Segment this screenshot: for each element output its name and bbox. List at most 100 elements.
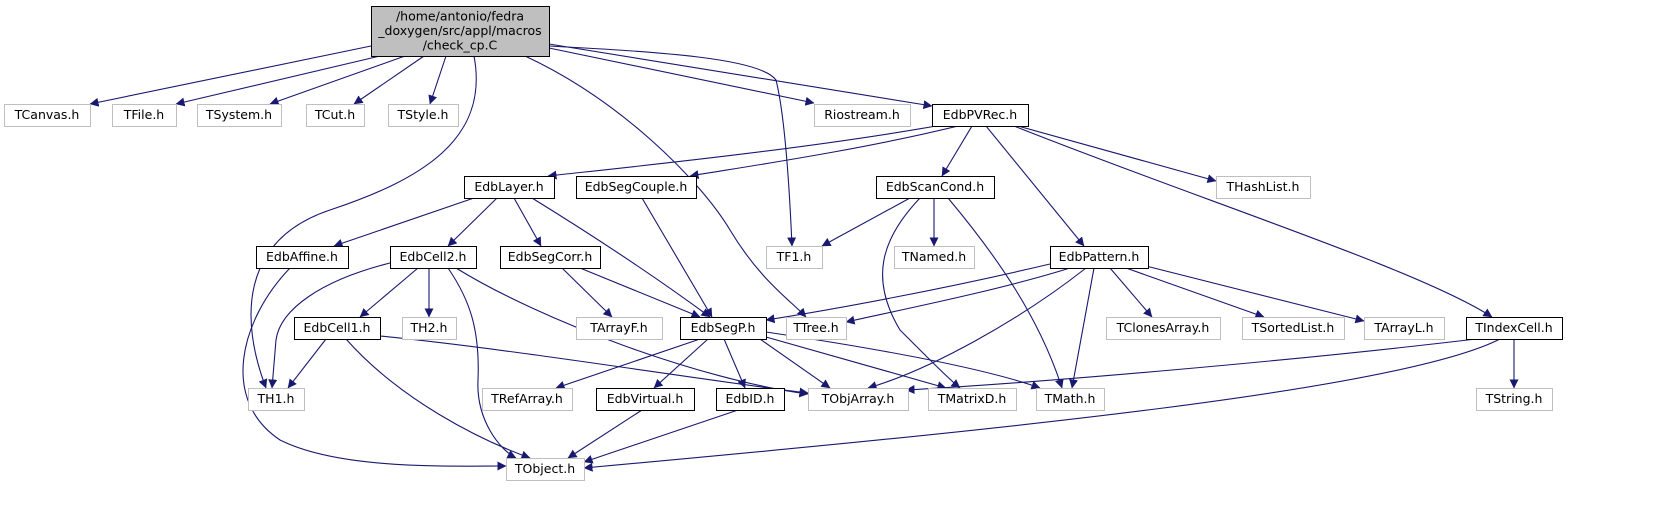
node-label: EdbSegP.h	[691, 320, 756, 335]
node-tindexcell[interactable]: TIndexCell.h	[1466, 317, 1563, 340]
node-edbsegcouple[interactable]: EdbSegCouple.h	[576, 176, 697, 199]
edge-edbsegcorr-to-edbsegp	[579, 267, 701, 318]
node-label: /check_cp.C	[423, 37, 498, 52]
edge-edbsegcorr-to-tarrayf	[561, 267, 613, 318]
node-label: TIndexCell.h	[1474, 320, 1552, 335]
node-tcut: TCut.h	[306, 104, 365, 127]
node-tstring: TString.h	[1476, 388, 1553, 411]
edge-edbsegp-to-tmatrixd	[765, 336, 947, 390]
node-box	[596, 388, 695, 411]
node-label: TTree.h	[792, 320, 838, 335]
node-trefarray: TRefArray.h	[482, 388, 573, 411]
edge-edbscancond-to-tmath	[947, 197, 1064, 389]
node-box	[1476, 388, 1553, 411]
node-edblayer[interactable]: EdbLayer.h	[464, 176, 555, 199]
node-label: THashList.h	[1226, 179, 1300, 194]
edge-edbpvrec-to-tindexcell	[1013, 125, 1493, 318]
edge-edblayer-to-edbcell2	[447, 197, 498, 247]
edge-root-to-tfile	[175, 55, 381, 107]
node-tobject: TObject.h	[506, 458, 585, 481]
node-box	[1050, 246, 1149, 269]
node-box	[388, 104, 459, 127]
node-edbcell2[interactable]: EdbCell2.h	[390, 246, 477, 269]
node-ttree: TTree.h	[786, 317, 847, 340]
node-box	[928, 388, 1017, 411]
node-label: TH1.h	[257, 391, 295, 406]
node-edbsegcorr[interactable]: EdbSegCorr.h	[500, 246, 601, 269]
edge-edbpvrec-to-thashlist	[1017, 125, 1217, 184]
node-box	[482, 388, 573, 411]
edge-edbcell2-to-tobject	[447, 267, 517, 459]
node-label: TCanvas.h	[14, 107, 80, 122]
node-label: TRefArray.h	[490, 391, 563, 406]
edge-tindexcell-to-tobject	[583, 338, 1501, 472]
edge-edbsegp-to-trefarray	[555, 338, 701, 390]
node-tarrayf: TArrayF.h	[576, 317, 663, 340]
node-edbsegp[interactable]: EdbSegP.h	[680, 317, 767, 340]
edge-root-to-tsystem	[269, 55, 406, 106]
node-box	[1216, 176, 1311, 199]
node-box	[1106, 317, 1221, 340]
edge-edbpattern-to-ttree	[845, 267, 1071, 325]
node-label: EdbVirtual.h	[607, 391, 684, 406]
node-edbscancond[interactable]: EdbScanCond.h	[876, 176, 995, 199]
node-box	[197, 104, 282, 127]
node-box	[932, 104, 1029, 127]
node-root[interactable]: /home/antonio/fedra_doxygen/src/appl/mac…	[371, 6, 550, 57]
node-edbcell1[interactable]: EdbCell1.h	[294, 317, 381, 340]
node-label: TMath.h	[1044, 391, 1096, 406]
node-box	[112, 104, 177, 127]
node-box	[500, 246, 601, 269]
node-tf1: TF1.h	[766, 246, 823, 269]
node-label: /home/antonio/fedra	[396, 8, 524, 23]
node-box	[876, 176, 995, 199]
edge-edbscancond-to-tmatrixd	[882, 197, 961, 389]
node-box	[716, 388, 785, 411]
edge-edbsegp-to-tmath	[765, 331, 1041, 390]
node-tstyle: TStyle.h	[388, 104, 459, 127]
node-edbid[interactable]: EdbID.h	[716, 388, 785, 411]
edge-root-to-tf1	[548, 45, 797, 247]
node-label: EdbScanCond.h	[886, 179, 984, 194]
edges-layer	[89, 43, 1519, 472]
node-label: TArrayL.h	[1373, 320, 1433, 335]
node-edbpvrec[interactable]: EdbPVRec.h	[932, 104, 1029, 127]
node-box	[1364, 317, 1445, 340]
edge-edbcell1-to-th1	[287, 338, 327, 389]
node-box	[1036, 388, 1105, 411]
node-edbvirtual[interactable]: EdbVirtual.h	[596, 388, 695, 411]
node-edbpattern[interactable]: EdbPattern.h	[1050, 246, 1149, 269]
edge-edbid-to-tobject	[583, 409, 739, 464]
edge-root-to-edbpvrec	[548, 43, 933, 110]
node-box	[766, 246, 823, 269]
edge-edbvirtual-to-tobject	[567, 409, 643, 459]
edge-edbpvrec-to-edbscancond	[941, 125, 973, 177]
node-box	[1466, 317, 1563, 340]
node-box	[402, 317, 457, 340]
edge-edblayer-to-edbaffine	[333, 197, 475, 248]
node-label: EdbPVRec.h	[943, 107, 1017, 122]
edge-edbpattern-to-tarrayl	[1145, 265, 1365, 324]
edge-edbcell2-to-tobjarray	[455, 267, 809, 398]
node-box	[1242, 317, 1345, 340]
node-edbaffine[interactable]: EdbAffine.h	[256, 246, 349, 269]
node-label: TSortedList.h	[1251, 320, 1335, 335]
edge-edbscancond-to-tf1	[821, 197, 911, 247]
node-box	[814, 104, 911, 127]
edge-root-to-ttree	[524, 55, 807, 318]
edge-edbcell2-to-edbcell1	[359, 267, 419, 318]
edge-edbsegp-to-edbid	[723, 338, 746, 389]
node-label: TMatrixD.h	[937, 391, 1007, 406]
node-box	[576, 317, 663, 340]
edge-edbpattern-to-tmath	[1069, 267, 1095, 389]
node-box	[680, 317, 767, 340]
node-box	[294, 317, 381, 340]
node-label: TFile.h	[123, 107, 164, 122]
node-label: TArrayF.h	[589, 320, 647, 335]
edge-root-to-tstyle	[428, 55, 447, 105]
node-label: EdbCell1.h	[304, 320, 371, 335]
node-label: Riostream.h	[824, 107, 900, 122]
node-riostream: Riostream.h	[814, 104, 911, 127]
node-label: EdbAffine.h	[266, 249, 338, 264]
